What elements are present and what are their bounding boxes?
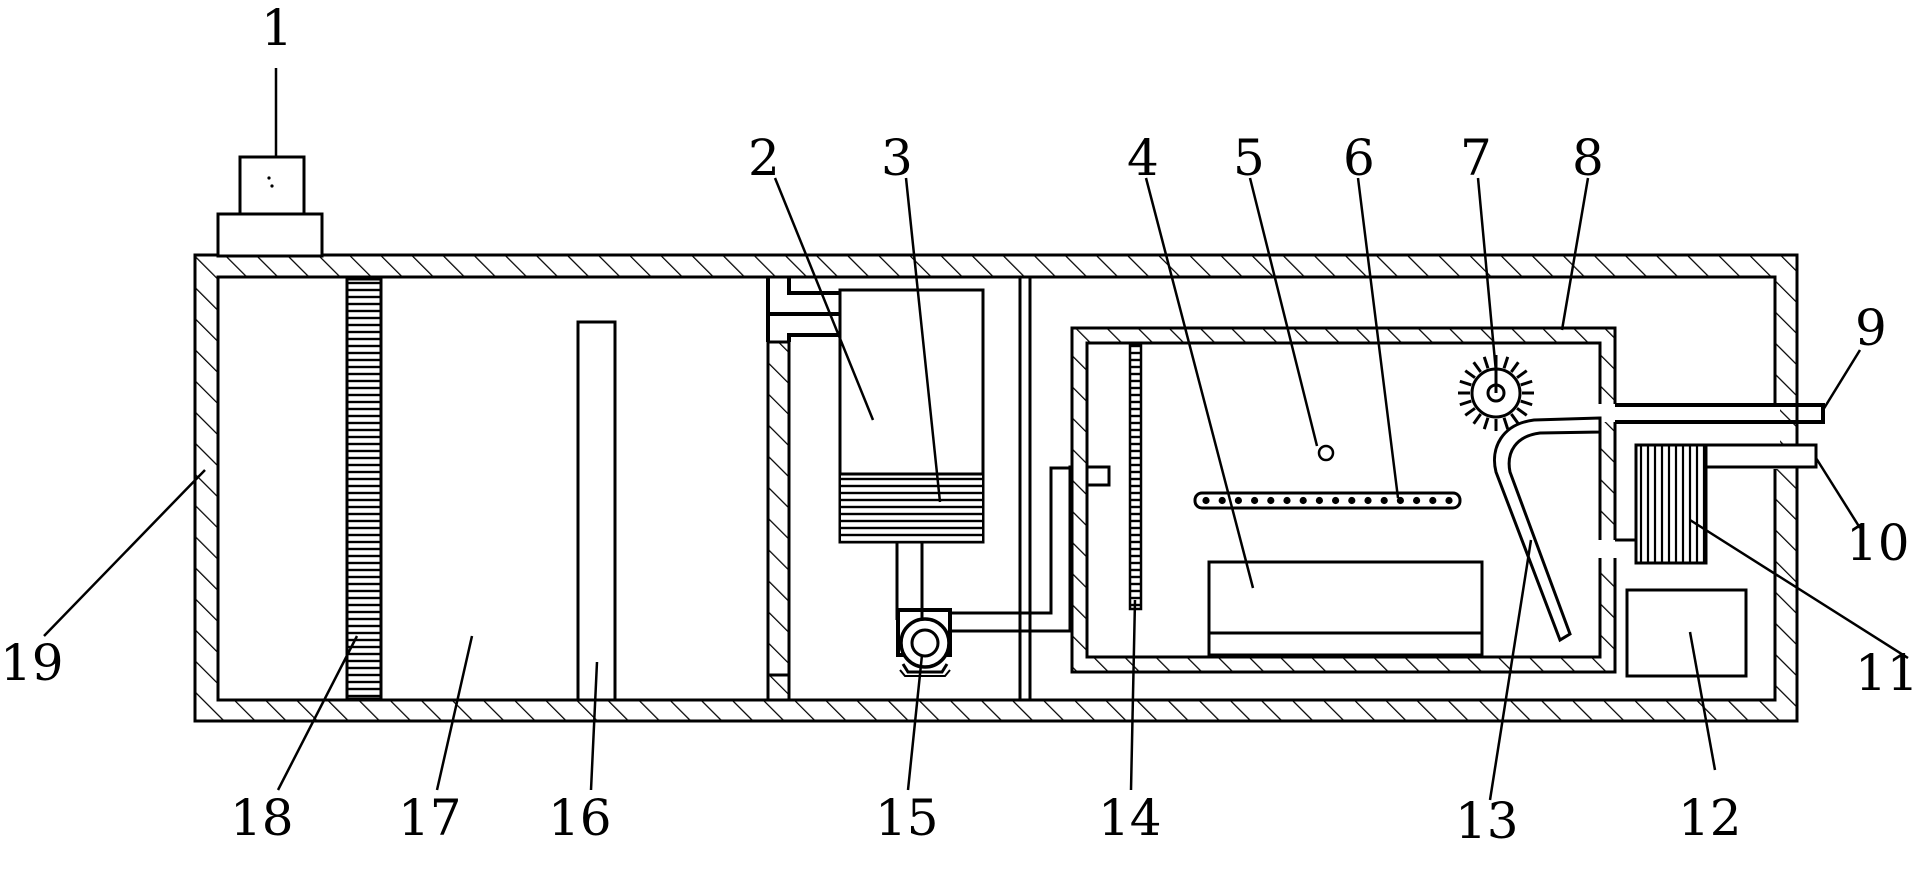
pump: [896, 608, 952, 677]
brush-bristle: [1502, 417, 1510, 430]
leader-lines: [43, 68, 1909, 801]
spray-hole: [1348, 496, 1356, 505]
spray-hole: [1413, 496, 1421, 505]
brush-bristle: [1464, 369, 1476, 379]
label-4: 4: [1127, 129, 1159, 187]
brush-bristle: [1510, 361, 1520, 373]
platform-block: [1207, 560, 1484, 657]
label-16: 16: [548, 789, 612, 847]
spray-hole: [1396, 496, 1404, 505]
label-13: 13: [1455, 792, 1519, 850]
label-8: 8: [1572, 129, 1604, 187]
curved-guide: [1493, 416, 1602, 643]
label-19: 19: [0, 634, 64, 692]
label-2: 2: [748, 129, 780, 187]
spray-hole: [1251, 496, 1259, 505]
spray-hole: [1218, 496, 1226, 505]
spray-hole: [1380, 496, 1388, 505]
brush-bristle: [1472, 361, 1482, 373]
spray-hole: [1234, 496, 1242, 505]
part-labels: 1 2 3 4 5 6 7 8 9 10 11 12 13 14 15 16 1…: [0, 0, 1919, 850]
label-6: 6: [1343, 129, 1375, 187]
brush-bristle: [1482, 417, 1490, 430]
label-17: 17: [398, 789, 462, 847]
label-10: 10: [1846, 514, 1910, 572]
upper-tank: [838, 288, 985, 544]
spray-hole: [1202, 496, 1210, 505]
brush-bristle: [1482, 356, 1490, 369]
fin-radiator: [1615, 443, 1708, 565]
brush-bristle: [1516, 369, 1528, 379]
label-18: 18: [230, 789, 294, 847]
spray-hole: [1315, 496, 1323, 505]
vertical-grid-filter: [345, 277, 383, 701]
brush-bristle: [1472, 413, 1482, 425]
divider-lines: [1018, 277, 1032, 700]
top-fitting: [216, 155, 324, 258]
spray-bar: [1193, 491, 1462, 510]
brush-bristle: [1464, 407, 1476, 417]
brush-bristle: [1516, 407, 1528, 417]
control-box: [1625, 588, 1748, 678]
spray-hole: [1267, 496, 1275, 505]
brush-bristle: [1459, 379, 1472, 387]
brush-bristle: [1510, 413, 1520, 425]
label-7: 7: [1460, 129, 1492, 187]
partition-wall: [766, 340, 791, 677]
spray-hole: [1445, 496, 1453, 505]
label-15: 15: [875, 789, 939, 847]
brush-bristle: [1520, 399, 1533, 407]
brush-bristle: [1520, 379, 1533, 387]
label-1: 1: [261, 0, 293, 57]
spray-hole: [1299, 496, 1307, 505]
brush-bristle: [1502, 356, 1510, 369]
spray-hole: [1364, 496, 1372, 505]
spray-hole: [1332, 496, 1340, 505]
label-14: 14: [1098, 789, 1162, 847]
label-9: 9: [1855, 299, 1887, 357]
drain-pipe: [895, 542, 924, 620]
outer-housing-wall: [193, 253, 1799, 723]
outlet-pipe-9: [1615, 403, 1825, 424]
label-11: 11: [1855, 644, 1919, 702]
spray-hole: [1429, 496, 1437, 505]
liquid-layer: [841, 474, 982, 541]
inner-chamber-wall: [1070, 326, 1617, 674]
baffle-plate: [576, 320, 617, 702]
connector-duct: [766, 277, 840, 342]
outlet-10: [1704, 443, 1818, 469]
brush-bristle: [1459, 399, 1472, 407]
label-12: 12: [1678, 789, 1742, 847]
vertical-heating-rod: [1128, 342, 1143, 611]
nozzle: [1317, 444, 1335, 462]
label-5: 5: [1233, 129, 1265, 187]
spray-hole: [1283, 496, 1291, 505]
label-3: 3: [881, 129, 913, 187]
